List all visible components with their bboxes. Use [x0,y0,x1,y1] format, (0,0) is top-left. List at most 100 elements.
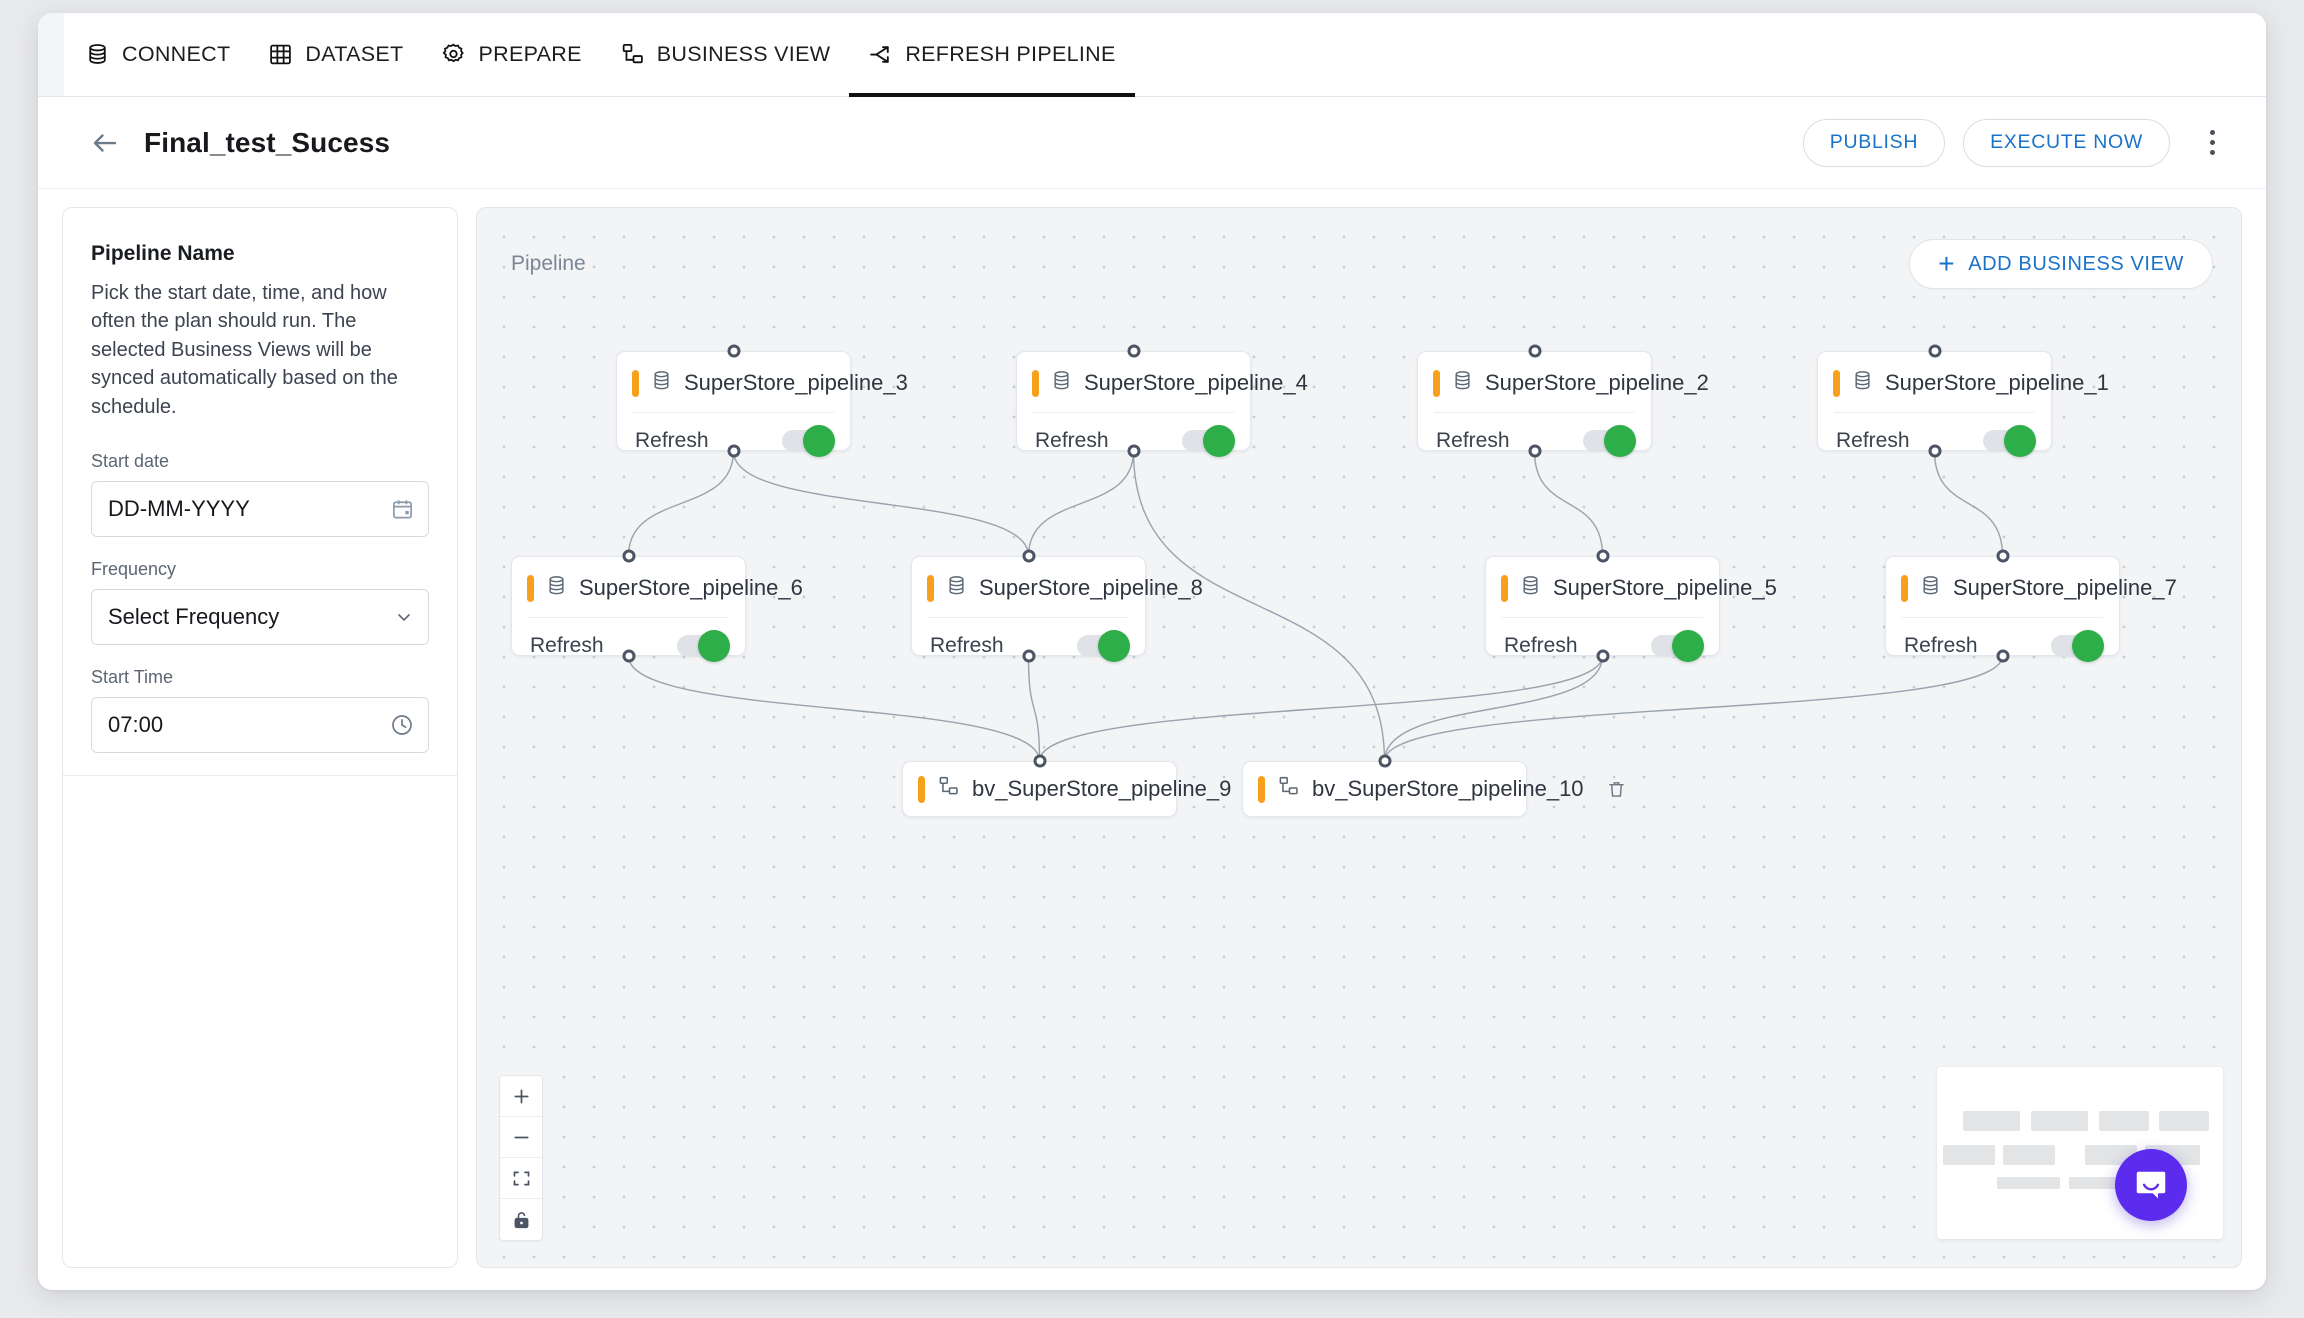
node-connection-handle[interactable] [1528,444,1541,458]
node-title: SuperStore_pipeline_3 [684,370,908,395]
toggle-knob [1604,425,1636,457]
node-connection-handle[interactable] [1596,549,1609,563]
edge-connector [1132,450,1386,762]
page-title: Final_test_Sucess [144,126,391,158]
refresh-label: Refresh [1504,634,1578,657]
database-icon [1851,369,1874,397]
node-title: SuperStore_pipeline_8 [979,575,1203,600]
start-time-field[interactable]: 07:00 [91,696,429,753]
node-header: SuperStore_pipeline_7 [1886,557,2177,617]
refresh-label: Refresh [1836,429,1910,452]
refresh-toggle[interactable] [1182,425,1235,457]
node-header: SuperStore_pipeline_6 [512,557,803,617]
publish-button[interactable]: PUBLISH [1802,118,1946,167]
node-divider [1033,412,1234,413]
node-connection-handle[interactable] [1996,649,2009,663]
node-connection-handle[interactable] [1596,649,1609,663]
node-title: SuperStore_pipeline_6 [579,575,803,600]
node-connection-handle[interactable] [1528,344,1541,358]
start-time-value: 07:00 [108,711,164,737]
node-accent-bar [1901,574,1908,602]
chevron-down-icon[interactable] [394,607,414,627]
tab-dataset[interactable]: DATASET [249,13,422,97]
node-connection-handle[interactable] [1928,444,1941,458]
chat-bubble-icon[interactable] [2115,1149,2187,1221]
start-date-field[interactable]: DD-MM-YYYY [91,480,429,537]
business-view-node[interactable]: bv_SuperStore_pipeline_10 [1242,761,1624,817]
arrow-left-icon[interactable] [88,126,122,160]
trash-icon[interactable] [1606,779,1627,800]
refresh-toggle[interactable] [1983,425,2036,457]
node-connection-handle[interactable] [1378,754,1391,768]
node-connection-handle[interactable] [1996,549,2009,563]
minimap-node [2099,1111,2149,1131]
execute-now-button[interactable]: EXECUTE NOW [1963,118,2170,167]
toggle-knob [1098,630,1130,662]
node-connection-handle[interactable] [622,649,635,663]
add-business-view-button[interactable]: + ADD BUSINESS VIEW [1909,239,2213,289]
refresh-toggle[interactable] [677,630,730,662]
unlock-icon[interactable] [500,1199,542,1240]
toggle-knob [2072,630,2104,662]
database-icon [1919,574,1942,602]
node-footer: Refresh [1418,413,1651,469]
minimap-node [1963,1111,2020,1131]
calendar-icon[interactable] [391,497,414,520]
refresh-toggle[interactable] [782,425,835,457]
zoom-in-button[interactable] [500,1076,542,1117]
database-icon [85,42,110,67]
refresh-label: Refresh [930,634,1004,657]
pipeline-share-icon [868,42,893,67]
node-connection-handle[interactable] [622,549,635,563]
clock-icon[interactable] [390,713,414,737]
panel-heading: Pipeline Name [91,242,235,265]
pipeline-canvas[interactable]: Pipeline + ADD BUSINESS VIEW SuperStore_… [476,207,2242,1268]
refresh-toggle[interactable] [2051,630,2104,662]
business-view-node[interactable]: bv_SuperStore_pipeline_9 [902,761,1272,817]
refresh-label: Refresh [1035,429,1109,452]
node-header: SuperStore_pipeline_2 [1418,352,1709,412]
toggle-knob [803,425,835,457]
minimap-node [1997,1177,2060,1189]
node-connection-handle[interactable] [727,344,740,358]
tab-connect[interactable]: CONNECT [66,13,249,97]
node-connection-handle[interactable] [727,444,740,458]
refresh-toggle[interactable] [1651,630,1704,662]
add-business-view-label: ADD BUSINESS VIEW [1968,252,2184,275]
toggle-knob [1672,630,1704,662]
node-connection-handle[interactable] [1033,754,1046,768]
node-connection-handle[interactable] [1127,344,1140,358]
node-footer: Refresh [1486,618,1719,674]
node-footer: Refresh [1017,413,1250,469]
node-connection-handle[interactable] [1022,649,1035,663]
frequency-select[interactable]: Select Frequency [91,588,429,645]
frequency-label: Frequency [91,558,177,579]
tab-business-view[interactable]: BUSINESS VIEW [601,13,850,97]
refresh-toggle[interactable] [1583,425,1636,457]
minimap[interactable] [1937,1067,2223,1239]
node-footer: Refresh [512,618,745,674]
node-connection-handle[interactable] [1022,549,1035,563]
node-connection-handle[interactable] [1127,444,1140,458]
zoom-out-button[interactable] [500,1117,542,1158]
fit-view-button[interactable] [500,1158,542,1199]
database-icon [1451,369,1474,397]
node-divider [1834,412,2035,413]
node-connection-handle[interactable] [1928,344,1941,358]
page-body: Pipeline Name Pick the start date, time,… [38,189,2266,1290]
refresh-toggle[interactable] [1077,630,1130,662]
node-accent-bar [1501,574,1508,602]
kebab-menu-icon[interactable] [2194,121,2230,165]
minimap-node [1943,1145,1995,1165]
tab-refresh-pipeline[interactable]: REFRESH PIPELINE [849,13,1135,97]
gear-icon [441,42,466,67]
tab-prepare[interactable]: PREPARE [422,13,600,97]
